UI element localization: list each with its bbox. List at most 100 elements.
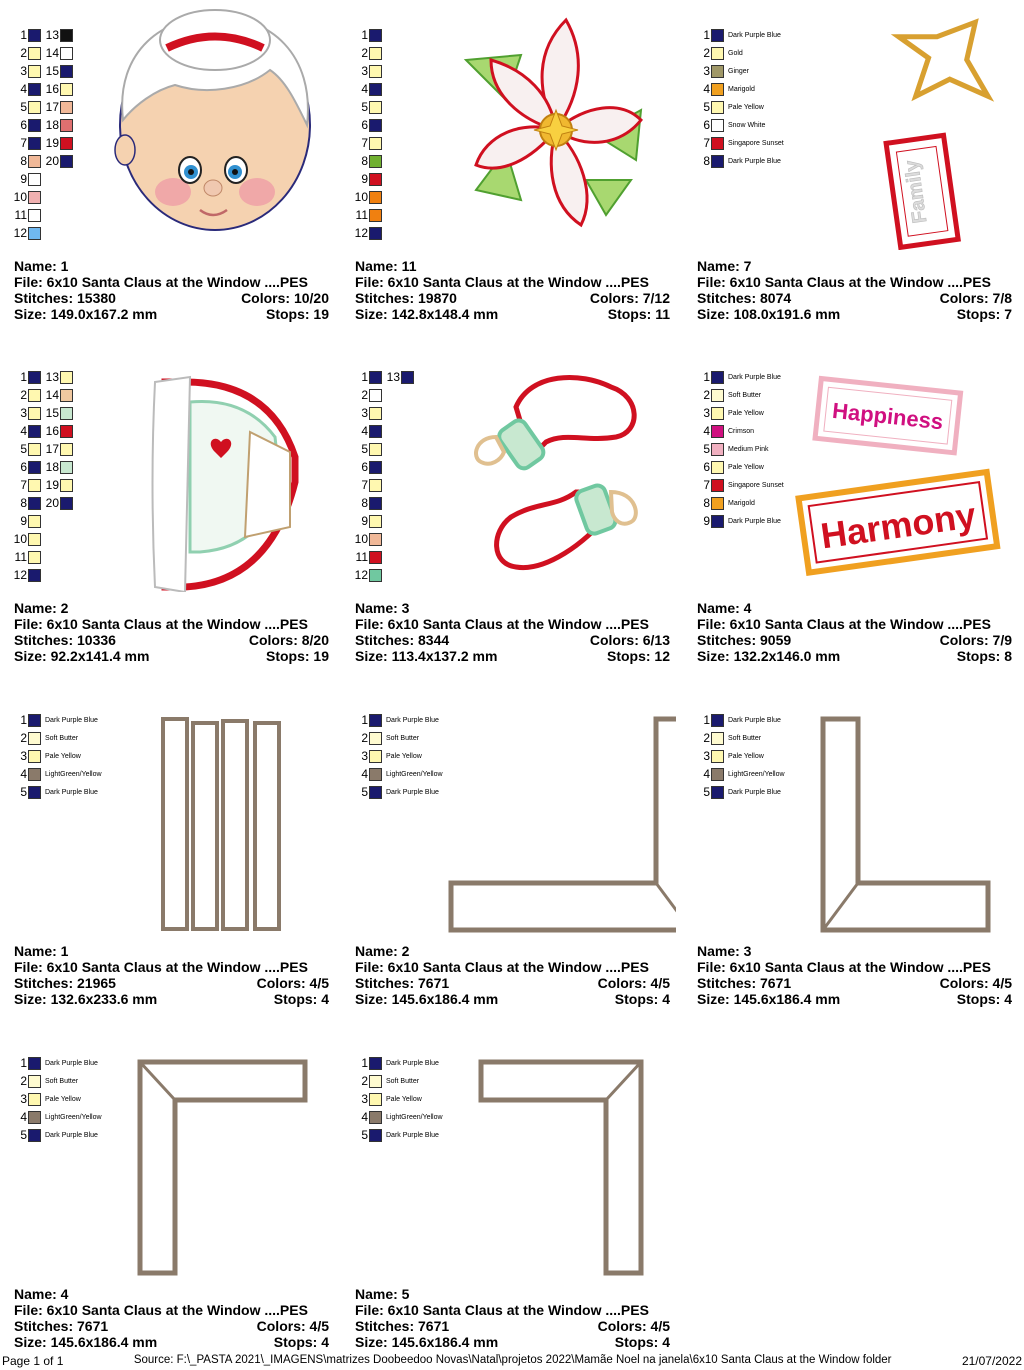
legend-index: 6 xyxy=(361,460,368,474)
color-swatch xyxy=(369,785,382,799)
happiness-harmony-artwork: Happiness Harmony xyxy=(795,375,1001,577)
design-info: Name: 2 File: 6x10 Santa Claus at the Wi… xyxy=(14,600,329,664)
thread-color-name: LightGreen/Yellow xyxy=(386,1113,443,1121)
design-size: Size: 132.2x146.0 mm xyxy=(697,648,841,664)
design-stops: Stops: 12 xyxy=(606,648,670,664)
legend-index: 5 xyxy=(20,785,27,799)
legend-row: 12 xyxy=(12,566,73,584)
design-stitches: Stitches: 8344 xyxy=(355,632,450,648)
legend-index: 4 xyxy=(20,424,27,438)
thread-color-name: Medium Pink xyxy=(728,445,769,453)
legend-index: 6 xyxy=(361,118,368,132)
color-swatch xyxy=(28,1092,41,1106)
legend-index: 1 xyxy=(361,1056,368,1070)
thread-color-name: Dark Purple Blue xyxy=(386,1131,439,1139)
legend-row: 9 xyxy=(353,512,414,530)
design-file: File: 6x10 Santa Claus at the Window ...… xyxy=(14,1302,308,1318)
legend-index: 10 xyxy=(13,532,27,546)
design-info: Name: 3 File: 6x10 Santa Claus at the Wi… xyxy=(355,600,670,664)
design-colors: Colors: 7/12 xyxy=(589,290,670,306)
design-size: Size: 145.6x186.4 mm xyxy=(697,991,841,1007)
legend-row: 2 xyxy=(353,44,382,62)
legend-index: 7 xyxy=(20,478,27,492)
design-stitches: Stitches: 7671 xyxy=(355,975,450,991)
color-swatch xyxy=(28,442,41,456)
legend-index: 20 xyxy=(45,496,59,510)
design-size: Size: 132.6x233.6 mm xyxy=(14,991,158,1007)
legend-row: 7 xyxy=(353,476,414,494)
color-swatch xyxy=(711,64,724,78)
design-file: File: 6x10 Santa Claus at the Window ...… xyxy=(14,616,308,632)
thread-color-name: Soft Butter xyxy=(45,734,79,742)
legend-index: 8 xyxy=(20,154,27,168)
thread-color-name: Dark Purple Blue xyxy=(728,716,781,724)
legend-index: 8 xyxy=(20,496,27,510)
legend-index: 10 xyxy=(354,190,368,204)
design-colors: Colors: 10/20 xyxy=(241,290,329,306)
legend-index: 10 xyxy=(354,532,368,546)
legend-index: 2 xyxy=(361,731,368,745)
design-stops: Stops: 4 xyxy=(614,1334,670,1350)
legend-index: 2 xyxy=(361,388,368,402)
legend-index: 15 xyxy=(45,406,59,420)
color-swatch xyxy=(28,749,41,763)
mrs-claus-face-artwork xyxy=(114,9,311,231)
color-swatch xyxy=(60,388,73,402)
color-swatch xyxy=(28,713,41,727)
color-swatch xyxy=(28,208,41,222)
legend-index: 4 xyxy=(361,767,368,781)
legend-row: 5 xyxy=(353,98,382,116)
legend-row: 8 20 xyxy=(12,494,73,512)
color-swatch xyxy=(60,424,73,438)
color-swatch xyxy=(369,713,382,727)
color-swatch xyxy=(369,1110,382,1124)
color-swatch xyxy=(401,370,414,384)
frame-corner-bottom-left-artwork xyxy=(820,716,991,933)
legend-row: 5 xyxy=(353,440,414,458)
legend-index: 11 xyxy=(355,208,368,222)
color-swatch xyxy=(369,100,382,114)
legend-index: 6 xyxy=(703,460,710,474)
legend-index: 4 xyxy=(20,1110,27,1124)
color-swatch xyxy=(28,226,41,240)
poinsettia-artwork xyxy=(463,17,644,228)
design-file: File: 6x10 Santa Claus at the Window ...… xyxy=(697,274,991,290)
design-colors: Colors: 7/9 xyxy=(939,632,1012,648)
color-swatch xyxy=(711,767,724,781)
legend-index: 9 xyxy=(20,172,27,186)
color-swatch xyxy=(711,82,724,96)
legend-row: 3 xyxy=(353,62,382,80)
legend-index: 5 xyxy=(20,442,27,456)
legend-index: 1 xyxy=(20,370,27,384)
design-colors: Colors: 4/5 xyxy=(256,1318,329,1334)
legend-row: 10 xyxy=(353,188,382,206)
design-file: File: 6x10 Santa Claus at the Window ...… xyxy=(14,959,308,975)
